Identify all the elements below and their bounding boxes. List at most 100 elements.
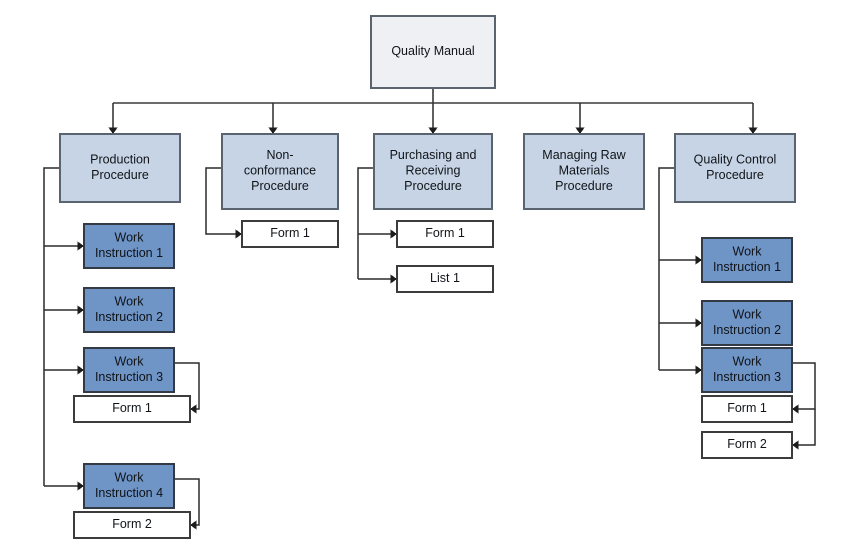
node-box[interactable] xyxy=(701,237,793,283)
node-label-line: Work xyxy=(115,355,145,369)
connector-e-nonconformance-form1 xyxy=(205,167,242,239)
node-label: Form 2 xyxy=(112,517,152,531)
connector-e-qcwi3-form1 xyxy=(792,362,816,414)
node-box[interactable] xyxy=(396,265,494,293)
node-label-line: Quality Manual xyxy=(391,44,474,58)
connector-line xyxy=(658,167,675,370)
node-box[interactable] xyxy=(674,133,796,203)
connector-e-qc-wi3 xyxy=(659,365,702,375)
connector-line xyxy=(357,167,374,279)
connector-e-production-wi4 xyxy=(44,481,84,491)
node-box[interactable] xyxy=(373,133,493,210)
node-label-line: Procedure xyxy=(555,179,613,193)
node-box[interactable] xyxy=(701,395,793,423)
node-label-line: Form 1 xyxy=(425,226,465,240)
node-box[interactable] xyxy=(701,300,793,346)
node-prod-wi-3-form-1[interactable]: Form 1 xyxy=(73,395,191,423)
node-box[interactable] xyxy=(701,431,793,459)
node-label: Quality Manual xyxy=(391,44,474,58)
node-label-line: Form 1 xyxy=(112,401,152,415)
arrow-head-icon xyxy=(390,229,397,239)
node-box[interactable] xyxy=(83,463,175,509)
node-box[interactable] xyxy=(83,347,175,393)
node-label-line: Work xyxy=(115,471,145,485)
node-box[interactable] xyxy=(523,133,645,210)
node-box[interactable] xyxy=(396,220,494,248)
node-label-line: Instruction 3 xyxy=(713,370,781,384)
connector-e-purchasing-spine xyxy=(357,167,374,279)
node-qc-form-1[interactable]: Form 1 xyxy=(701,395,793,423)
node-label-line: Production xyxy=(90,153,150,167)
arrow-head-icon xyxy=(695,255,702,265)
connector-e-purchasing-list1 xyxy=(358,274,397,284)
node-label: Form 1 xyxy=(270,226,310,240)
node-label-line: Purchasing and xyxy=(390,148,477,162)
node-pr-form-1[interactable]: Form 1 xyxy=(396,220,494,248)
node-box[interactable] xyxy=(73,395,191,423)
connector-e-manual-production xyxy=(108,103,118,134)
node-label-line: Instruction 3 xyxy=(95,370,163,384)
connector-e-manual-qualitycontrol xyxy=(748,103,758,134)
node-box[interactable] xyxy=(83,287,175,333)
arrow-head-icon xyxy=(77,481,84,491)
node-label-line: Work xyxy=(733,245,763,259)
node-label-line: Materials xyxy=(559,164,610,178)
node-nc-form-1[interactable]: Form 1 xyxy=(241,220,339,248)
node-label: Form 1 xyxy=(727,401,767,415)
node-prod-wi-4-form-2[interactable]: Form 2 xyxy=(73,511,191,539)
node-label-line: Instruction 4 xyxy=(95,486,163,500)
node-box[interactable] xyxy=(701,347,793,393)
arrow-head-icon xyxy=(235,229,242,239)
connector-e-manual-purchasing xyxy=(428,103,438,134)
node-label-line: Instruction 1 xyxy=(95,246,163,260)
connector-e-manual-nonconformance xyxy=(268,103,278,134)
connector-line xyxy=(174,478,200,526)
node-label-line: Receiving xyxy=(406,164,461,178)
node-box[interactable] xyxy=(221,133,339,210)
node-label-line: Form 1 xyxy=(270,226,310,240)
node-box[interactable] xyxy=(59,133,181,203)
node-qc-form-2[interactable]: Form 2 xyxy=(701,431,793,459)
node-label-line: Work xyxy=(115,231,145,245)
node-label-line: Non- xyxy=(266,148,293,162)
node-box[interactable] xyxy=(73,511,191,539)
connector-e-qcwi3-form2 xyxy=(792,409,816,450)
node-pr-list-1[interactable]: List 1 xyxy=(396,265,494,293)
connector-e-wi4-form2 xyxy=(174,478,200,530)
connector-e-qualitycontrol-spine xyxy=(658,167,675,370)
node-box[interactable] xyxy=(83,223,175,269)
node-label-line: Form 1 xyxy=(727,401,767,415)
node-label-line: Instruction 2 xyxy=(713,323,781,337)
node-label-line: Procedure xyxy=(706,168,764,182)
connector-e-production-wi1 xyxy=(44,241,84,251)
node-label-line: List 1 xyxy=(430,271,460,285)
node-quality-manual[interactable]: Quality Manual xyxy=(370,15,496,89)
node-box[interactable] xyxy=(370,15,496,89)
node-label-line: Work xyxy=(115,295,145,309)
connector-e-wi3-form1 xyxy=(174,362,200,414)
arrow-head-icon xyxy=(748,127,758,134)
connector-line xyxy=(798,409,816,446)
node-box[interactable] xyxy=(241,220,339,248)
